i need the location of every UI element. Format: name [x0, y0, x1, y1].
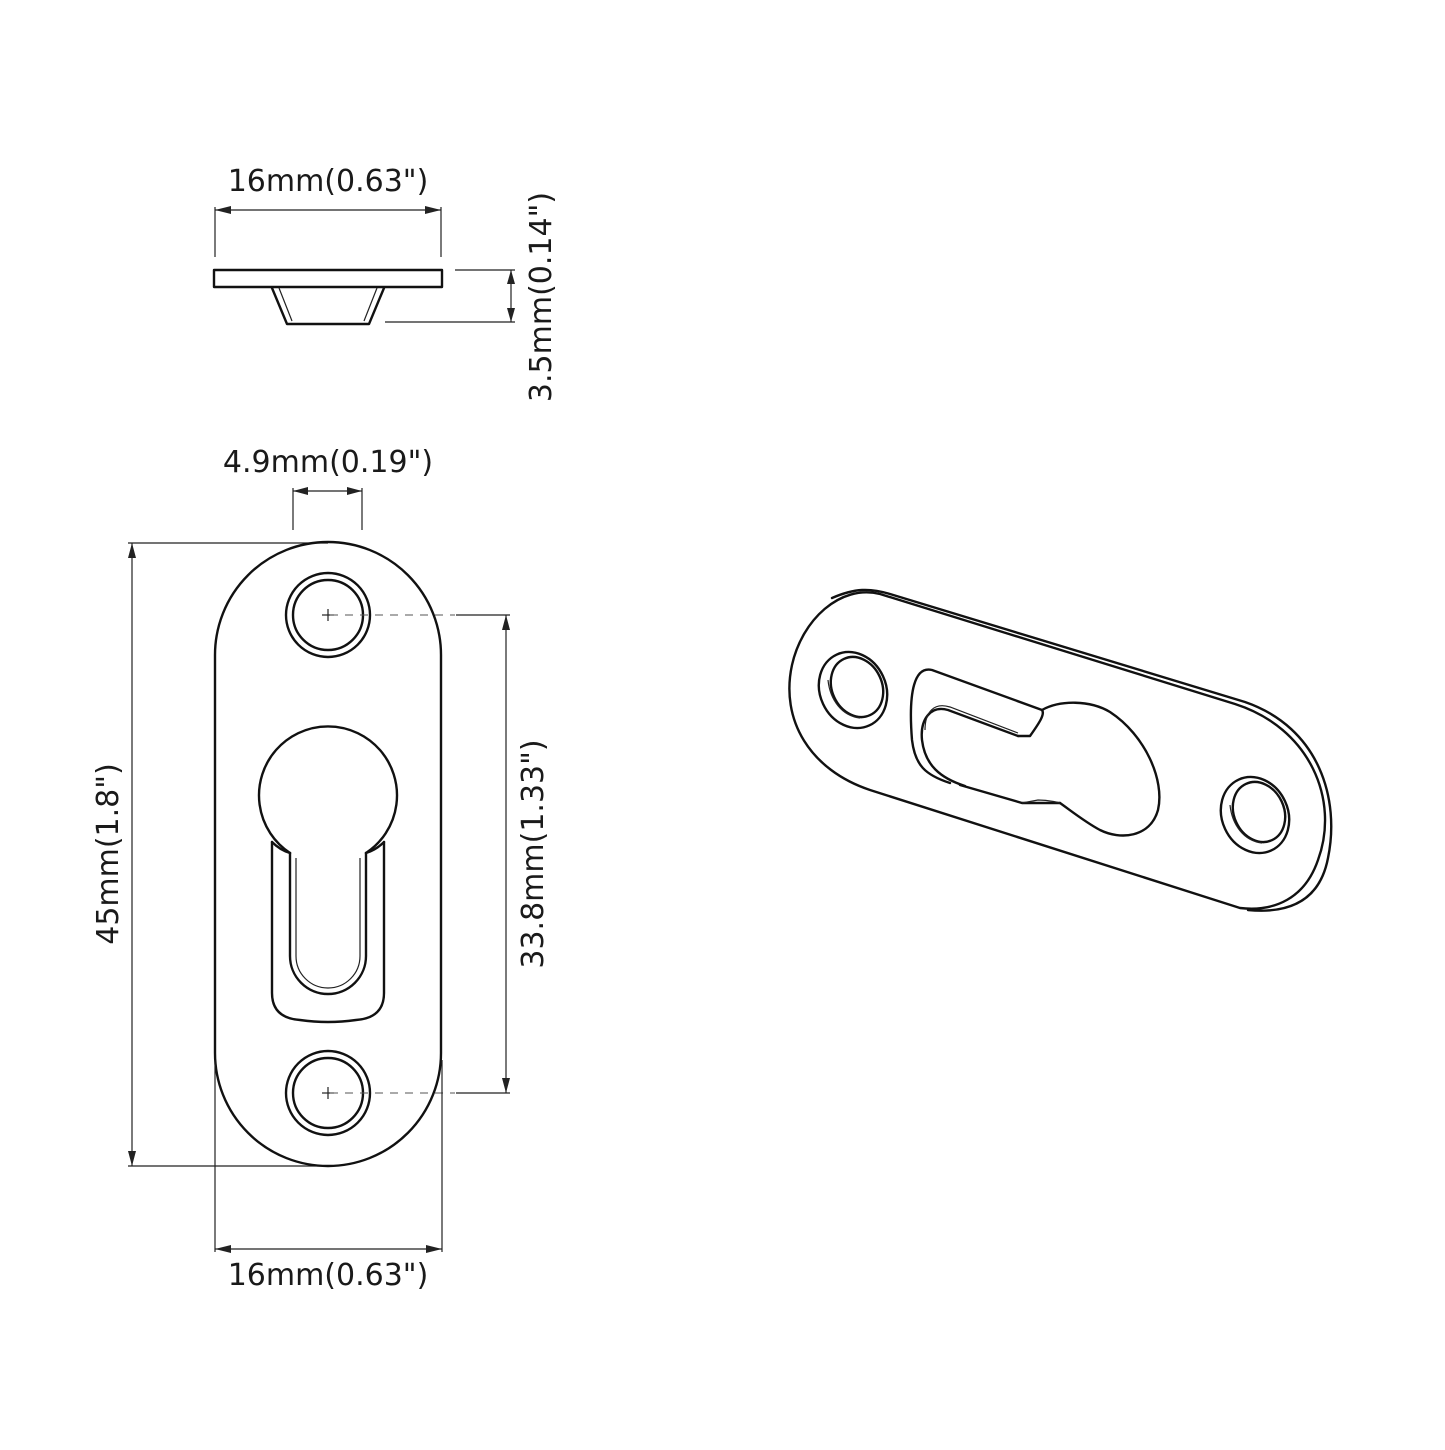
front-width-label: 16mm(0.63") [228, 1258, 429, 1293]
arrow-up-icon [502, 615, 510, 630]
top-screw-hole [284, 571, 372, 659]
arrow-right-icon [426, 1245, 442, 1253]
side-width-label: 16mm(0.63") [228, 164, 429, 199]
arrow-down-icon [128, 1151, 136, 1166]
iso-plate-edge [830, 588, 1333, 912]
arrow-down-icon [502, 1078, 510, 1093]
hole-spacing-dimension: 33.8mm(1.33") [456, 614, 551, 1094]
slot-width-label: 4.9mm(0.19") [223, 445, 433, 480]
side-view: 16mm(0.63") 3.5mm(0.14") [212, 164, 559, 402]
side-height-label: 3.5mm(0.14") [524, 192, 559, 402]
arrow-right-icon [347, 487, 362, 495]
iso-right-screw-hole [1219, 775, 1291, 855]
iso-keyhole [909, 668, 1161, 837]
bottom-screw-hole [284, 1049, 372, 1137]
arrow-left-icon [215, 1245, 231, 1253]
arrow-left-icon [293, 487, 308, 495]
arrow-down-icon [507, 308, 515, 322]
arrow-right-icon [425, 206, 441, 214]
iso-left-screw-hole [817, 650, 889, 730]
iso-plate-top [788, 591, 1327, 910]
overall-length-label: 45mm(1.8") [91, 763, 126, 945]
front-width-dimension: 16mm(0.63") [214, 1060, 443, 1293]
side-height-dimension: 3.5mm(0.14") [385, 192, 559, 402]
side-plate [212, 268, 444, 289]
arrow-up-icon [507, 270, 515, 284]
hole-spacing-label: 33.8mm(1.33") [516, 739, 551, 968]
side-boss [270, 286, 386, 326]
overall-length-dimension: 45mm(1.8") [91, 542, 328, 1167]
arrow-left-icon [215, 206, 231, 214]
front-plate-outline [213, 540, 443, 1168]
keyhole-slot [257, 725, 399, 1024]
isometric-view [788, 588, 1333, 912]
front-view: 4.9mm(0.19") 45mm(1.8") [91, 445, 551, 1293]
slot-width-dimension: 4.9mm(0.19") [223, 445, 433, 530]
arrow-up-icon [128, 543, 136, 558]
side-width-dimension: 16mm(0.63") [214, 164, 442, 257]
